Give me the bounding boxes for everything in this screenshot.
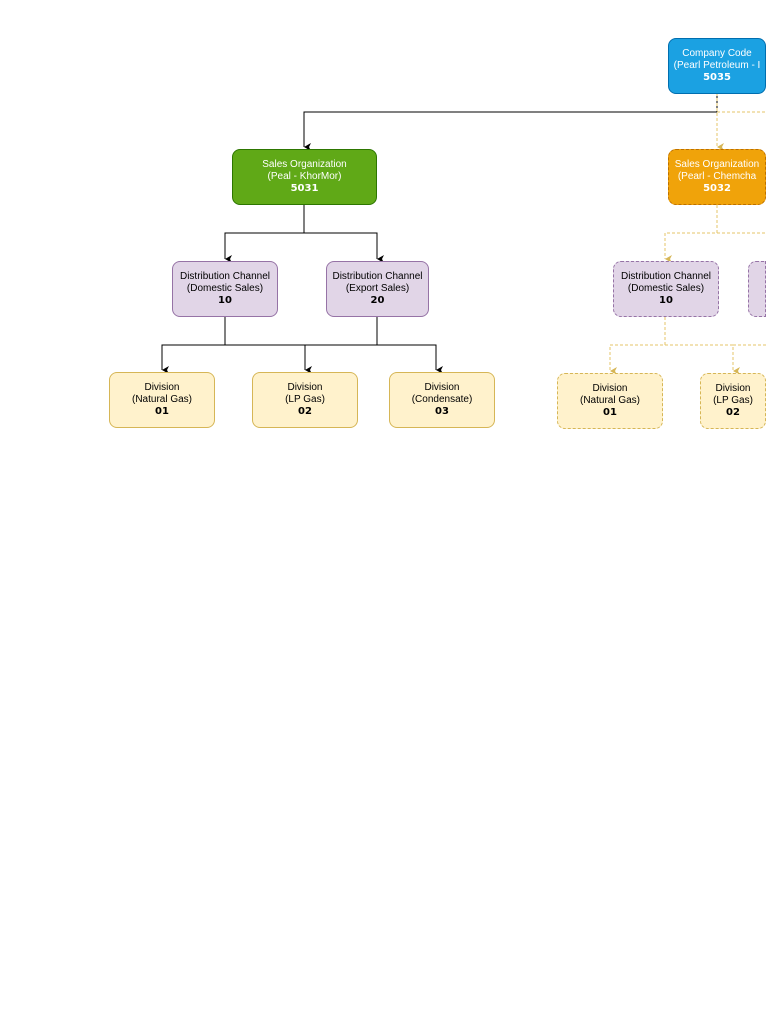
node-code: 02: [298, 406, 312, 417]
node-code: 10: [659, 295, 673, 306]
division-node[interactable]: Division (Natural Gas) 01: [557, 373, 663, 429]
sales-org-node[interactable]: Sales Organization (Pearl - Chemcha 5032: [668, 149, 766, 205]
node-name: (Peal - KhorMor): [267, 171, 342, 182]
edge-dc-to-div02: [225, 344, 312, 374]
division-node[interactable]: Division (Condensate) 03: [389, 372, 495, 428]
node-title: Distribution Channel: [620, 271, 712, 282]
node-title: Division: [592, 383, 628, 394]
edge-dc10-to-div01: [609, 317, 666, 375]
edge-5032-to-dc10: [664, 205, 718, 263]
node-title: Distribution Channel: [179, 271, 271, 282]
edge-dc10-to-div02: [665, 344, 740, 375]
node-title: Sales Organization: [674, 159, 760, 170]
node-title: Division: [424, 382, 460, 393]
edge-dc-to-div03: [376, 317, 443, 374]
node-code: 20: [370, 295, 385, 306]
node-name: (Export Sales): [345, 283, 410, 294]
edge-5031-to-dc10: [224, 205, 305, 263]
node-name: (Domestic Sales): [186, 283, 264, 294]
edge-5031-to-dc20: [304, 232, 384, 263]
node-code: 5031: [290, 183, 319, 194]
node-title: Company Code: [682, 48, 752, 59]
division-node[interactable]: Division (LP Gas) 02: [700, 373, 766, 429]
node-name: (Domestic Sales): [627, 283, 705, 294]
node-name: (Condensate): [411, 394, 473, 405]
node-name: (LP Gas): [285, 394, 325, 405]
distribution-channel-node[interactable]: Distribution Channel (Domestic Sales) 10: [613, 261, 719, 317]
division-node[interactable]: Division (LP Gas) 02: [252, 372, 358, 428]
node-code: 03: [435, 406, 449, 417]
node-name: (Pearl Petroleum - I: [673, 60, 761, 71]
node-name: (Natural Gas): [579, 395, 640, 406]
edge-dc-to-div01: [161, 317, 226, 374]
node-title: Division: [715, 383, 751, 394]
node-name: (Pearl - Chemcha: [677, 171, 757, 182]
node-code: 01: [603, 407, 617, 418]
node-title: Distribution Channel: [332, 271, 423, 282]
edge-company-to-salesorg-5031: [303, 93, 718, 151]
company-code-node[interactable]: Company Code (Pearl Petroleum - I 5035: [668, 38, 766, 94]
sales-org-node[interactable]: Sales Organization (Peal - KhorMor) 5031: [232, 149, 377, 205]
node-code: 5032: [703, 183, 731, 194]
node-code: 10: [218, 295, 232, 306]
distribution-channel-node[interactable]: Distribution Channel (Domestic Sales) 10: [172, 261, 278, 317]
node-name: (LP Gas): [713, 395, 753, 406]
distribution-channel-node[interactable]: Distribution Channel (Export Sales) 20: [326, 261, 429, 317]
node-code: 01: [155, 406, 169, 417]
node-title: Sales Organization: [262, 159, 347, 170]
node-title: Division: [287, 382, 323, 393]
node-name: (Natural Gas): [131, 394, 192, 405]
node-code: 5035: [703, 72, 731, 83]
division-node[interactable]: Division (Natural Gas) 01: [109, 372, 215, 428]
node-code: 02: [726, 407, 740, 418]
node-title: Division: [144, 382, 180, 393]
distribution-channel-node-partial[interactable]: [748, 261, 766, 317]
